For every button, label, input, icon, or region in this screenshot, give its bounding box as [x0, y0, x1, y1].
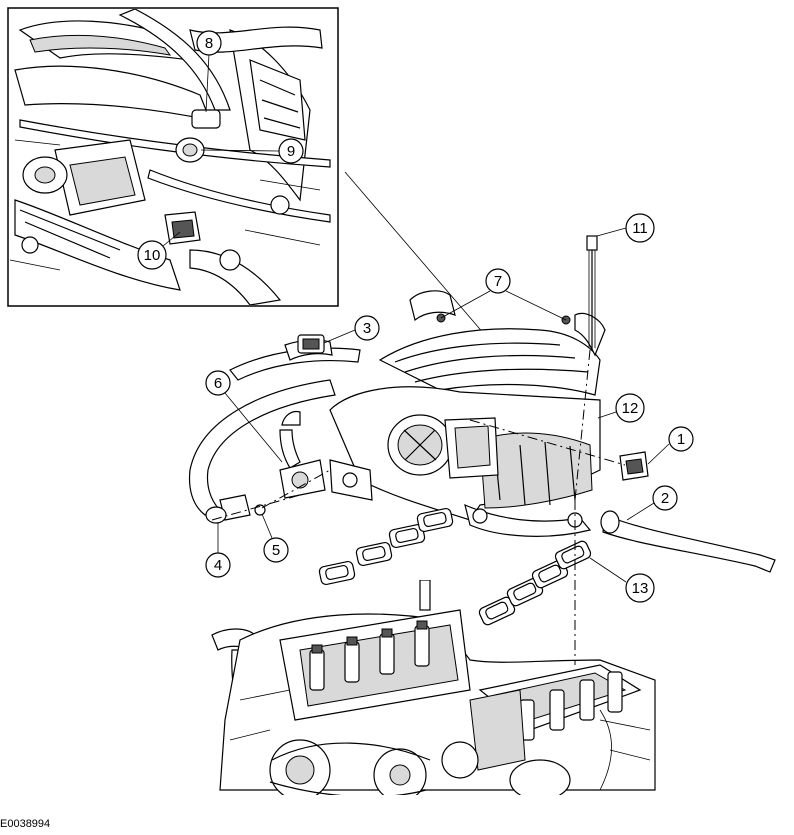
svg-text:7: 7 [494, 273, 502, 290]
callout-5: 5 [261, 513, 289, 563]
svg-text:13: 13 [632, 580, 649, 597]
svg-text:8: 8 [205, 35, 213, 52]
callout-4: 4 [205, 522, 231, 578]
svg-text:1: 1 [677, 431, 685, 448]
svg-text:5: 5 [272, 542, 280, 559]
svg-text:9: 9 [287, 143, 295, 160]
intake-gaskets [318, 507, 592, 626]
callout-2: 2 [626, 485, 678, 521]
gasket-right-row [478, 540, 592, 626]
callout-12: 12 [597, 393, 645, 423]
svg-text:2: 2 [661, 490, 669, 507]
engine-block [211, 580, 656, 795]
inset-detail-view [7, 7, 339, 307]
svg-text:12: 12 [622, 400, 639, 417]
callout-8: 8 [196, 30, 222, 56]
callout-1: 1 [647, 426, 694, 465]
callout-11: 11 [596, 213, 655, 243]
callout-9: 9 [278, 138, 304, 164]
coils-right [519, 671, 623, 741]
gasket-left-row [318, 507, 454, 586]
coils-left [309, 620, 430, 691]
callout-6: 6 [205, 370, 283, 463]
svg-text:11: 11 [632, 220, 648, 237]
inset-intake-manifold [9, 9, 331, 305]
figure-id: E0038994 [0, 818, 51, 830]
svg-text:3: 3 [363, 320, 371, 337]
callouts: 1 2 3 4 5 6 [137, 30, 694, 603]
callout-10: 10 [137, 240, 167, 270]
callout-3: 3 [323, 315, 380, 344]
upper-intake-manifold [329, 290, 606, 537]
hoses [188, 235, 776, 573]
callout-7: 7 [440, 268, 567, 321]
svg-text:6: 6 [214, 375, 222, 392]
svg-text:4: 4 [214, 557, 222, 574]
alignment-lines [211, 349, 626, 665]
svg-text:10: 10 [144, 247, 161, 264]
inset-leader-line [344, 171, 486, 336]
callout-13: 13 [589, 557, 655, 603]
